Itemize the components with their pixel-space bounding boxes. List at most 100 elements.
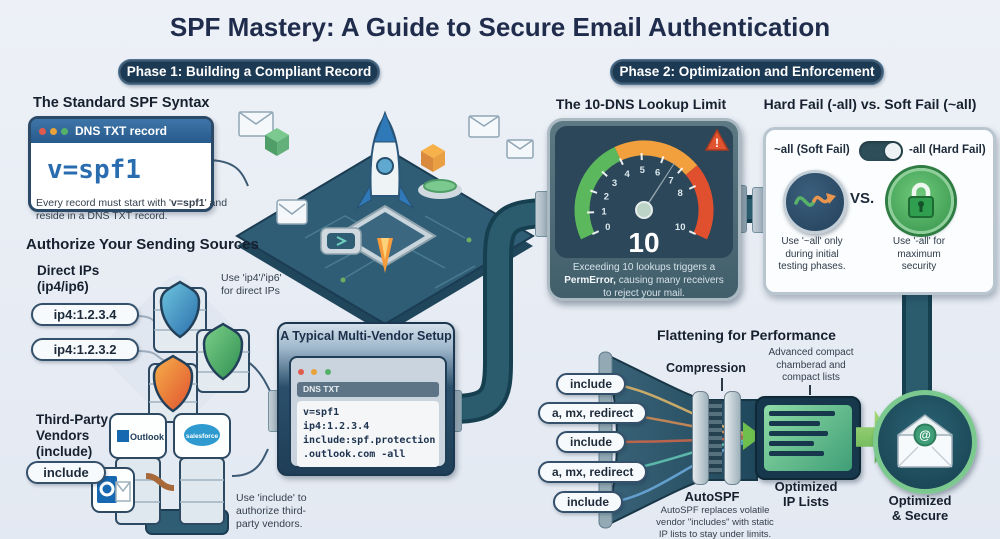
compressor-ring [724, 391, 741, 485]
window-dot-red-icon [39, 128, 46, 135]
salesforce-badge-label: salesforce [186, 433, 219, 440]
phase2-badge: Phase 2: Optimization and Enforcement [610, 59, 884, 85]
optimized-ip-lists-panel [755, 396, 861, 480]
sources-heading: Authorize Your Sending Sources [26, 236, 259, 253]
fail-mode-toggle[interactable] [859, 141, 903, 161]
code-line: ip4:1.2.3.4 [303, 421, 370, 432]
flatten-pill-3: include [556, 431, 627, 453]
warning-mark: ! [715, 136, 719, 150]
server-shield-blue [153, 280, 207, 353]
window-dot-orange-icon [311, 369, 318, 375]
open-envelope-icon: @ [897, 414, 953, 468]
gauge-heading: The 10-DNS Lookup Limit [555, 96, 727, 112]
ip-list-screen [764, 405, 852, 471]
outlook-badge: Outlook [109, 413, 167, 459]
seal-at-symbol: @ [919, 428, 931, 442]
failmodes-panel: ~all (Soft Fail) -all (Hard Fail) VS. Us… [763, 127, 996, 295]
flatten-pill-2: a, mx, redirect [538, 402, 648, 424]
code-line: .outlook.com -all [303, 449, 406, 460]
ip-lists-annotation: Advanced compact chamberad and compact l… [768, 347, 854, 383]
gauge-caption: Exceeding 10 lookups triggers a PermErro… [555, 261, 733, 300]
gauge-tick-label: 10 [675, 222, 686, 233]
optimized-secure-circle: @ [873, 390, 977, 494]
wavy-arrow-icon [794, 193, 836, 207]
gauge-tick-label: 3 [612, 178, 617, 189]
hardfail-circle [888, 168, 954, 234]
window-dot-orange-icon [50, 128, 57, 135]
autospf-label: AutoSPF [684, 489, 740, 504]
salesforce-badge: salesforce [173, 413, 231, 459]
isometric-platform-illustration [235, 110, 535, 334]
compression-label: Compression [666, 361, 746, 375]
multivendor-window: DNS TXT v=spf1 ip4:1.2.3.4 include:spf.p… [289, 356, 447, 468]
autospf-caption: AutoSPF replaces volatile vendor "includ… [656, 505, 774, 539]
failmodes-heading: Hard Fail (-all) vs. Soft Fail (~all) [763, 96, 977, 112]
server-cube-orange [421, 144, 445, 172]
envelope-icon [506, 139, 534, 159]
vendor-servers-illustration: Outlook salesforce [91, 413, 231, 535]
chip-tile [320, 227, 362, 255]
server-shield-orange [148, 354, 198, 423]
gauge-caption-line2: causing many receivers [615, 275, 724, 286]
gauge-tick-label: 5 [640, 165, 646, 176]
lookup-gauge: 0 1 2 3 4 5 6 7 8 10 10 [555, 126, 733, 258]
direct-ips-label: Direct IPs (ip4/ip6) [37, 263, 100, 295]
server-cube-green [265, 128, 289, 156]
multivendor-panel: A Typical Multi-Vendor Setup DNS TXT v=s… [277, 322, 455, 476]
envelope-icon [238, 111, 274, 137]
gauge-caption-line1: Exceeding 10 lookups triggers a [572, 262, 716, 273]
window-title: DNS TXT record [75, 124, 168, 138]
code-line: include:spf.protection [303, 435, 436, 446]
gauge-tick-label: 1 [601, 207, 607, 218]
toggle-knob[interactable] [885, 143, 901, 159]
multivendor-window-title: DNS TXT [297, 382, 439, 397]
ip-pill-1: ip4:1.2.3.4 [31, 303, 139, 326]
syntax-caption-pre: Every record must start with ' [36, 197, 172, 209]
gauge-tick-label: 2 [604, 191, 609, 202]
server-shield-green [196, 322, 250, 393]
ip-lists-label: Optimized IP Lists [774, 479, 838, 509]
window-dot-green-icon [324, 369, 331, 375]
syntax-caption: Every record must start with 'v=spf1' an… [36, 197, 231, 223]
vs-label: VS. [850, 190, 875, 207]
flatten-heading: Flattening for Performance [657, 327, 836, 343]
vendors-label: Third-Party Vendors (include) [36, 412, 109, 460]
green-button [418, 179, 462, 199]
softfail-caption: Use '~all' only during initial testing p… [778, 236, 846, 272]
spf-record-value: v=spf1 [47, 155, 141, 185]
envelope-icon [468, 115, 500, 138]
syntax-heading: The Standard SPF Syntax [33, 95, 210, 111]
include-pill: include [26, 461, 106, 484]
hardfail-label: -all (Hard Fail) [909, 144, 986, 156]
gauge-tick-label: 4 [624, 169, 630, 180]
hardfail-caption: Use '-all' for maximum security [892, 236, 946, 272]
gauge-value: 10 [628, 227, 659, 258]
phase1-badge: Phase 1: Building a Compliant Record [118, 59, 380, 85]
page-title: SPF Mastery: A Guide to Secure Email Aut… [169, 12, 831, 42]
softfail-label: ~all (Soft Fail) [774, 144, 850, 156]
multivendor-heading: A Typical Multi-Vendor Setup [280, 329, 452, 343]
ip-pill-2: ip4:1.2.3.2 [31, 338, 139, 361]
flatten-pill-5: include [553, 491, 624, 513]
multivendor-code: v=spf1 ip4:1.2.3.4 include:spf.protectio… [297, 401, 439, 467]
mail-tile [276, 199, 308, 225]
gauge-tick-label: 7 [668, 176, 673, 187]
warning-icon: ! [704, 128, 730, 151]
dns-lookup-gauge-panel: 0 1 2 3 4 5 6 7 8 10 10 ! Exceeding 10 l… [547, 118, 741, 301]
lock-icon [908, 182, 934, 218]
dns-txt-record-window: DNS TXT record v=spf1 [28, 116, 214, 212]
window-dot-green-icon [61, 128, 68, 135]
flatten-pill-1: include [556, 373, 627, 395]
syntax-caption-code: v=spf1 [171, 197, 205, 209]
ip-tip: Use 'ip4'/'ip6' for direct IPs [221, 272, 282, 298]
gauge-tick-label: 6 [655, 167, 660, 178]
softfail-circle [783, 170, 847, 234]
gauge-tick-label: 8 [678, 188, 683, 199]
compressor-ribs [709, 400, 722, 474]
gauge-hub [635, 201, 653, 219]
include-tip: Use 'include' to authorize third- party … [236, 492, 307, 531]
flatten-pill-4: a, mx, redirect [538, 461, 648, 483]
gauge-caption-line3: to reject your mail. [603, 288, 685, 299]
code-line: v=spf1 [303, 407, 340, 418]
